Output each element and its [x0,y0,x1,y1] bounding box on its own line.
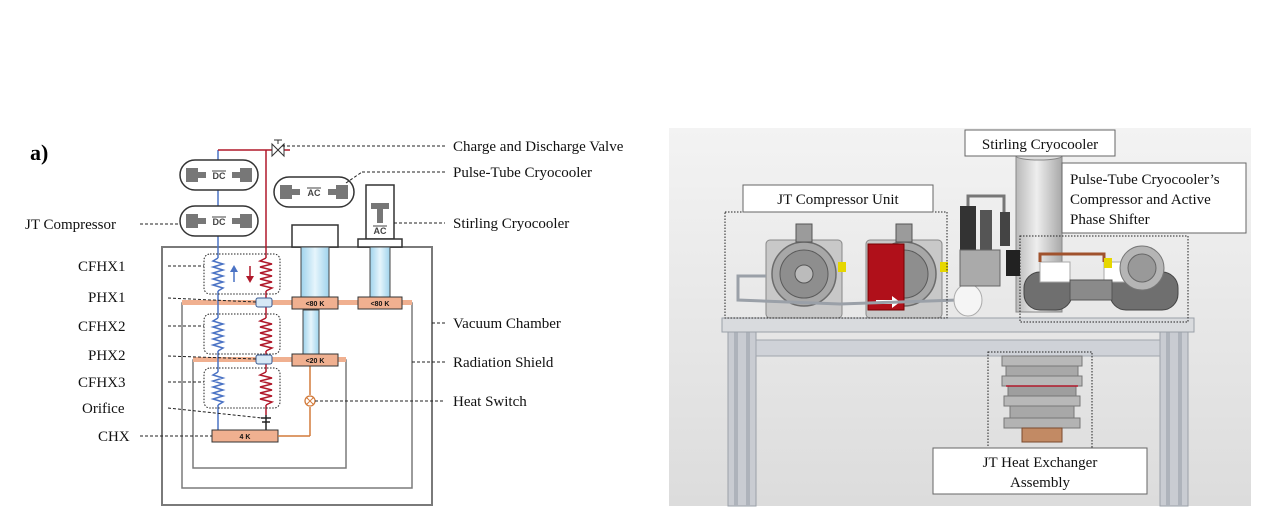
cfhx3-box [203,367,281,409]
stirling-cryocooler: AC [357,184,403,298]
heat-switch-line [278,366,311,437]
pt-80k-tag: <80 K [306,301,325,308]
radiation-shield-outline [181,302,413,489]
charge-discharge-valve [271,139,285,158]
label-heat-switch: Heat Switch [453,394,527,410]
pulse-tube-cryocooler: AC [273,176,355,355]
tag-overlines [212,170,387,227]
flow-arrow-up [230,265,238,282]
red-valve-block [867,243,905,311]
ac-tag-stirling: AC [374,226,387,236]
label-stirling: Stirling Cryocooler [453,216,569,232]
label-cfhx3: CFHX3 [78,375,126,391]
pulse-tube-callout-box [1019,235,1189,323]
panel-b: b) [669,128,1251,507]
label-phx2: PHX2 [88,348,126,364]
gas-line [736,274,959,306]
phx1-block [255,297,273,308]
label-phx1: PHX1 [88,290,126,306]
pt-20k-tag: <20 K [306,358,325,365]
valve-cluster [953,194,1010,317]
dc-tag-bottom: DC [213,217,226,227]
label-jt-compressor: JT Compressor [25,217,116,233]
pt-80k-block [291,296,339,310]
pulse-tube-label-box [1061,162,1247,234]
label-b-jt-hx-1: JT Heat Exchanger [983,455,1098,471]
label-b-pulse-tube-1: Pulse-Tube Cryocooler’s [1070,172,1220,188]
label-vacuum-chamber: Vacuum Chamber [453,316,561,332]
label-chx: CHX [98,429,130,445]
st-80k-block [357,296,403,310]
cfhx2-box [203,313,281,355]
ac-tag-pulse-tube: AC [308,188,321,198]
label-charge-discharge-valve: Charge and Discharge Valve [453,139,624,155]
phx2-block [255,354,273,365]
frame-leg-right [1159,329,1189,507]
jt-compressor-top: DC [179,159,259,191]
label-b-stirling: Stirling Cryocooler [982,137,1098,153]
table-plate [721,317,1195,333]
label-b-pulse-tube-2: Compressor and Active [1070,192,1211,208]
jt-hx-label-box [932,447,1148,495]
flow-arrow-down [246,266,254,283]
label-pulse-tube: Pulse-Tube Cryocooler [453,165,592,181]
jt-compressor-bottom: DC [179,205,259,237]
cold-line [210,150,226,430]
label-cfhx2: CFHX2 [78,319,126,335]
pt-20k-block [291,353,339,367]
vacuum-chamber-outline [161,246,433,506]
label-b-jt-hx-2: Assembly [1010,475,1071,491]
panel-a-letter: a) [30,140,48,165]
chx-4k-tag: 4 K [240,434,251,441]
label-b-jt-compressor: JT Compressor Unit [777,192,899,208]
pulse-tube-compressor [1006,245,1179,311]
label-b-pulse-tube-3: Phase Shifter [1070,212,1150,228]
stirling-label-box [964,129,1116,157]
dc-tag-top: DC [213,171,226,181]
label-radiation-shield: Radiation Shield [453,355,554,371]
jt-compressor-body-left [765,223,843,319]
jt-heat-exchanger-render [1001,355,1083,443]
label-orifice: Orifice [82,401,125,417]
cfhx1-box [203,253,281,295]
label-cfhx1: CFHX1 [78,259,126,275]
jt-compressor-label-box [742,184,934,213]
st-80k-tag: <80 K [371,301,390,308]
frame-beam [755,339,1161,357]
frame-leg-left [727,329,757,507]
orifice-symbol [261,415,271,430]
panel-a: a) [25,139,624,506]
jt-compressor-body-right [865,223,943,319]
